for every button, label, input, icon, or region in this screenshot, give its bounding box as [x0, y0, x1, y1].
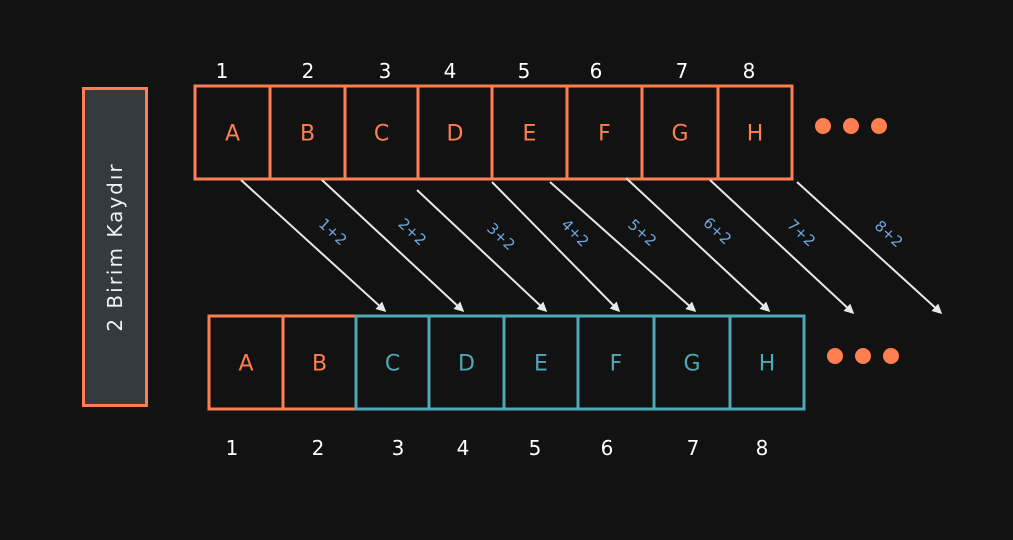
shift-arrow	[321, 179, 465, 313]
arrow-label: 2+2	[394, 215, 429, 250]
top-index-label: 8	[743, 59, 756, 83]
shift-arrow	[625, 177, 771, 313]
shift-arrow	[709, 179, 855, 315]
shift-arrow	[416, 189, 548, 313]
bottom-index-label: 4	[457, 436, 470, 460]
arrow-label: 4+2	[558, 215, 593, 250]
bottom-array-row: A B C D E F G H 1 2 3 4 5 6 7 8	[207, 314, 899, 460]
top-cell-label: D	[447, 122, 464, 147]
bottom-cell-label: H	[759, 352, 776, 377]
ellipsis-dot	[855, 348, 871, 364]
bottom-index-label: 6	[601, 436, 614, 460]
ellipsis-dot	[827, 348, 843, 364]
arrow-label: 7+2	[784, 216, 819, 251]
bottom-index-label: 7	[687, 436, 700, 460]
arrow-label: 3+2	[483, 219, 518, 254]
bottom-cell-label: F	[610, 352, 623, 377]
top-array-row: A B C D E F G H 1 2 3 4 5 6 7 8	[193, 59, 887, 181]
arrow-label: 1+2	[315, 215, 351, 250]
top-cell-label: E	[523, 122, 537, 147]
top-index-label: 5	[518, 59, 531, 83]
top-cell-label: C	[374, 122, 389, 147]
shift-instruction-label: 2 Birim Kaydır	[103, 162, 127, 332]
top-cell-label: B	[300, 122, 315, 147]
bottom-cell-label: B	[312, 352, 327, 377]
shift-instruction-panel: 2 Birim Kaydır	[82, 87, 148, 407]
top-index-label: 2	[302, 59, 315, 83]
arrow-label: 8+2	[871, 217, 907, 252]
bottom-cell-label: A	[238, 352, 253, 377]
bottom-index-label: 3	[392, 436, 405, 460]
top-cell-label: H	[747, 122, 764, 147]
top-index-label: 3	[379, 59, 392, 83]
top-cell-label: F	[598, 122, 611, 147]
bottom-index-label: 5	[529, 436, 542, 460]
bottom-cell-label: E	[534, 352, 548, 377]
ellipsis-dot	[883, 348, 899, 364]
bottom-cell	[728, 314, 806, 411]
shift-arrow	[491, 181, 621, 313]
bottom-cell-label: G	[683, 352, 700, 377]
shift-arrow	[796, 181, 943, 315]
arrow-label: 6+2	[700, 214, 735, 249]
ellipsis-dot	[815, 118, 831, 134]
top-index-label: 6	[590, 59, 603, 83]
top-cell-label: G	[671, 122, 688, 147]
ellipsis-dot	[871, 118, 887, 134]
bottom-index-label: 1	[226, 436, 239, 460]
ellipsis-dot	[843, 118, 859, 134]
shift-arrow	[240, 179, 387, 313]
top-cell-label: A	[225, 122, 240, 147]
top-index-label: 4	[444, 59, 457, 83]
shift-arrow	[549, 181, 697, 312]
bottom-cell-label: C	[385, 352, 400, 377]
shift-arrows: 1+2 2+2 3+2 4+2 5+2 6+2 7+2 8+2	[240, 177, 943, 315]
top-index-label: 7	[676, 59, 689, 83]
top-cell	[716, 84, 794, 181]
bottom-index-label: 2	[312, 436, 325, 460]
arrow-label: 5+2	[624, 216, 660, 250]
top-index-label: 1	[216, 59, 229, 83]
bottom-index-label: 8	[756, 436, 769, 460]
bottom-cell-label: D	[458, 352, 475, 377]
